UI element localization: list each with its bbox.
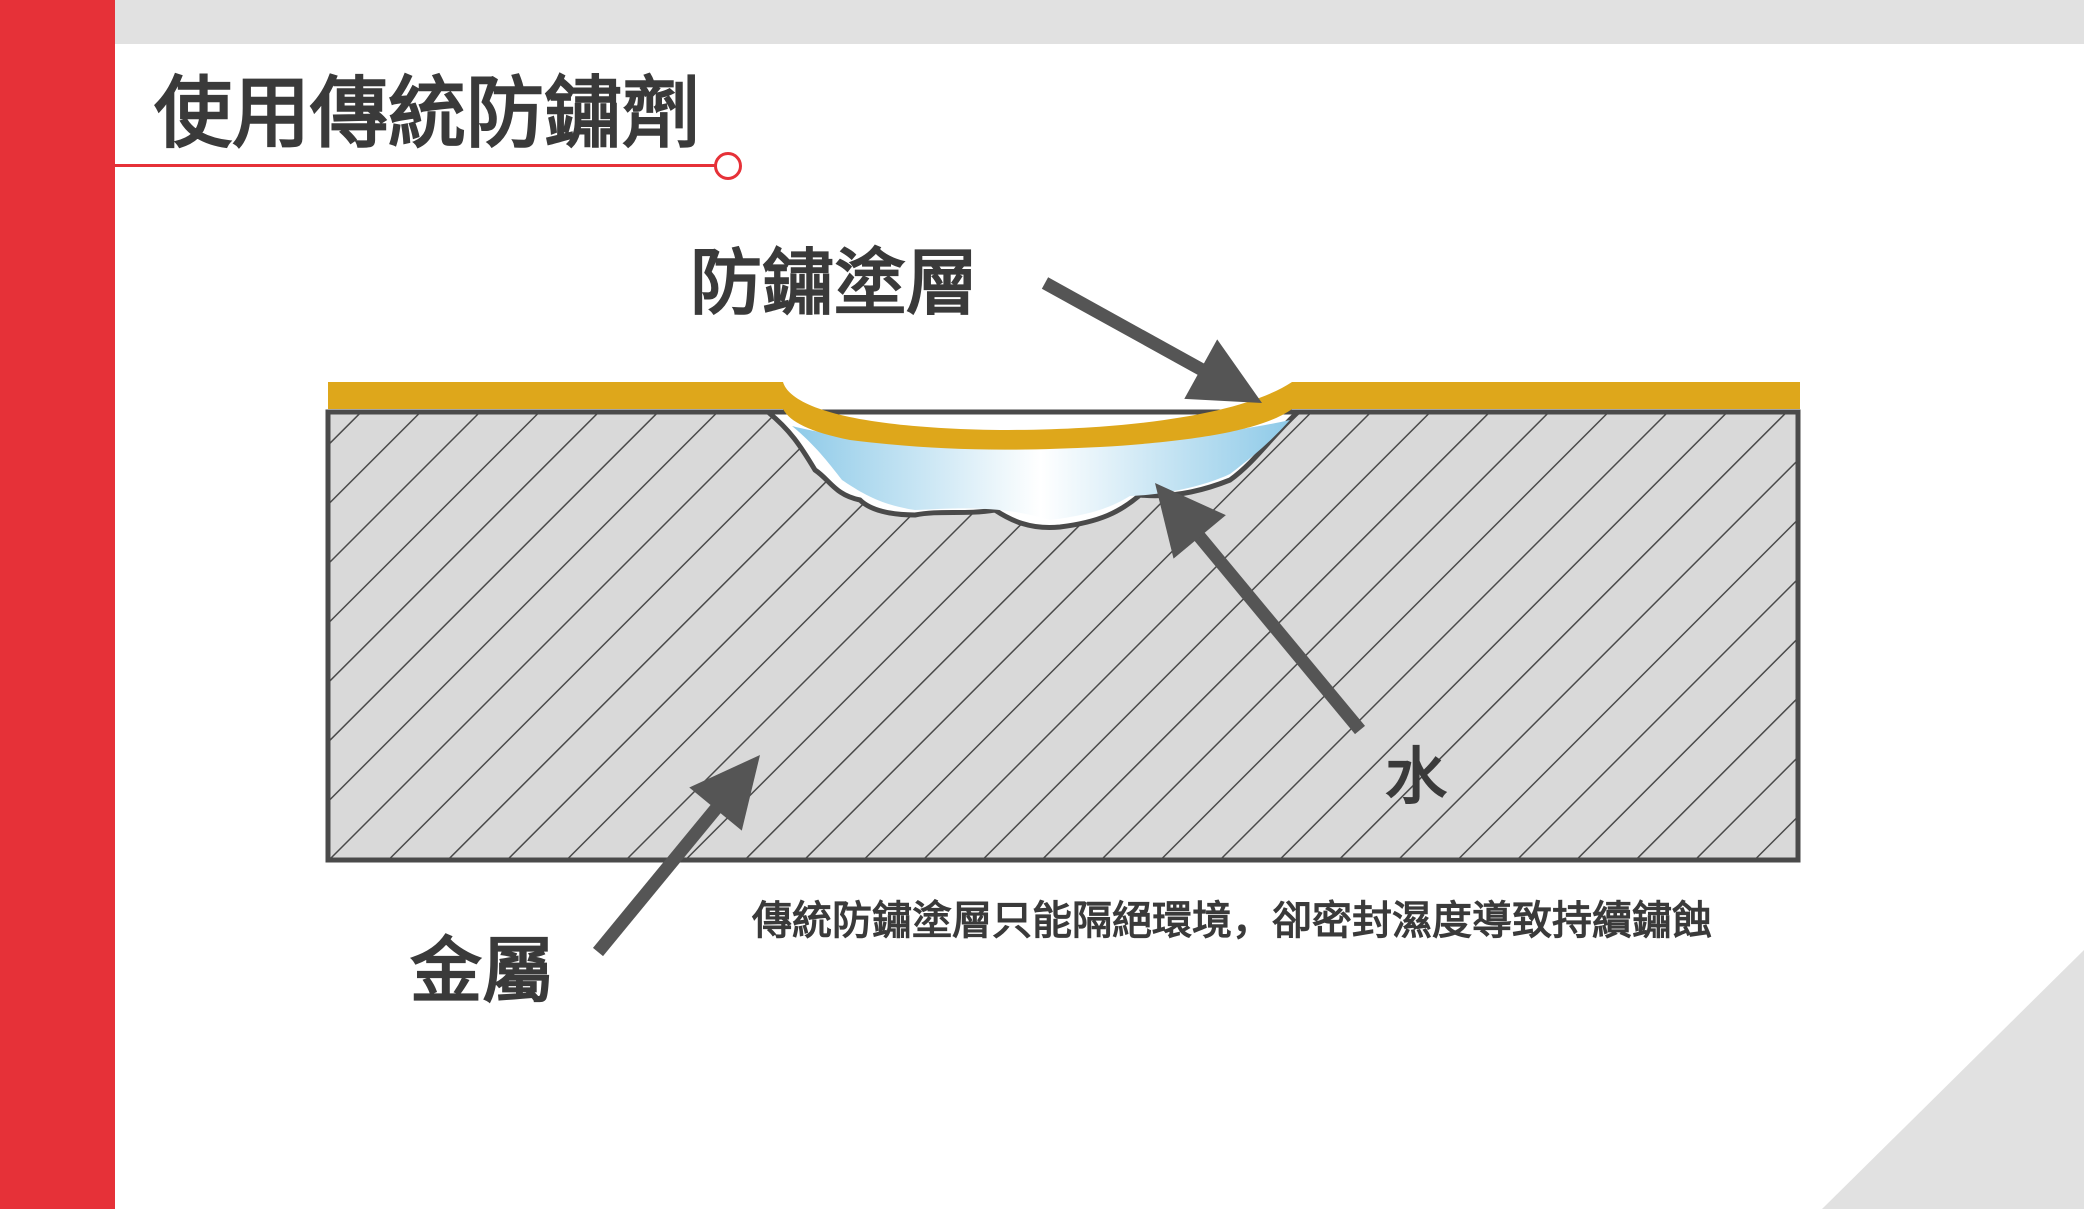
coating-arrow-shaft [1041, 277, 1208, 377]
coating-arrow [1041, 277, 1262, 403]
metal-arrow [592, 755, 760, 957]
water-arrow-head [1155, 483, 1226, 559]
water-arrow [1155, 483, 1366, 735]
coating-right [1292, 382, 1800, 409]
left-accent-bar [0, 0, 115, 1209]
coating-label: 防鏽塗層 [690, 241, 979, 325]
coating-arrow-head [1184, 339, 1262, 403]
coating-left [328, 382, 783, 409]
water-label: 水 [1385, 740, 1448, 813]
metal-arrow-head [689, 755, 760, 831]
water-arrow-shaft [1192, 529, 1366, 735]
caption-text: 傳統防鏽塗層只能隔絕環境，卻密封濕度導致持續鏽蝕 [752, 898, 1712, 944]
title-underline-dot [714, 152, 742, 180]
metal-label: 金屬 [410, 929, 555, 1013]
title-underline [115, 164, 715, 167]
top-band [115, 0, 2084, 44]
page-title: 使用傳統防鏽劑 [154, 69, 701, 159]
coating-dip [783, 382, 1292, 450]
metal-arrow-shaft [592, 801, 724, 957]
